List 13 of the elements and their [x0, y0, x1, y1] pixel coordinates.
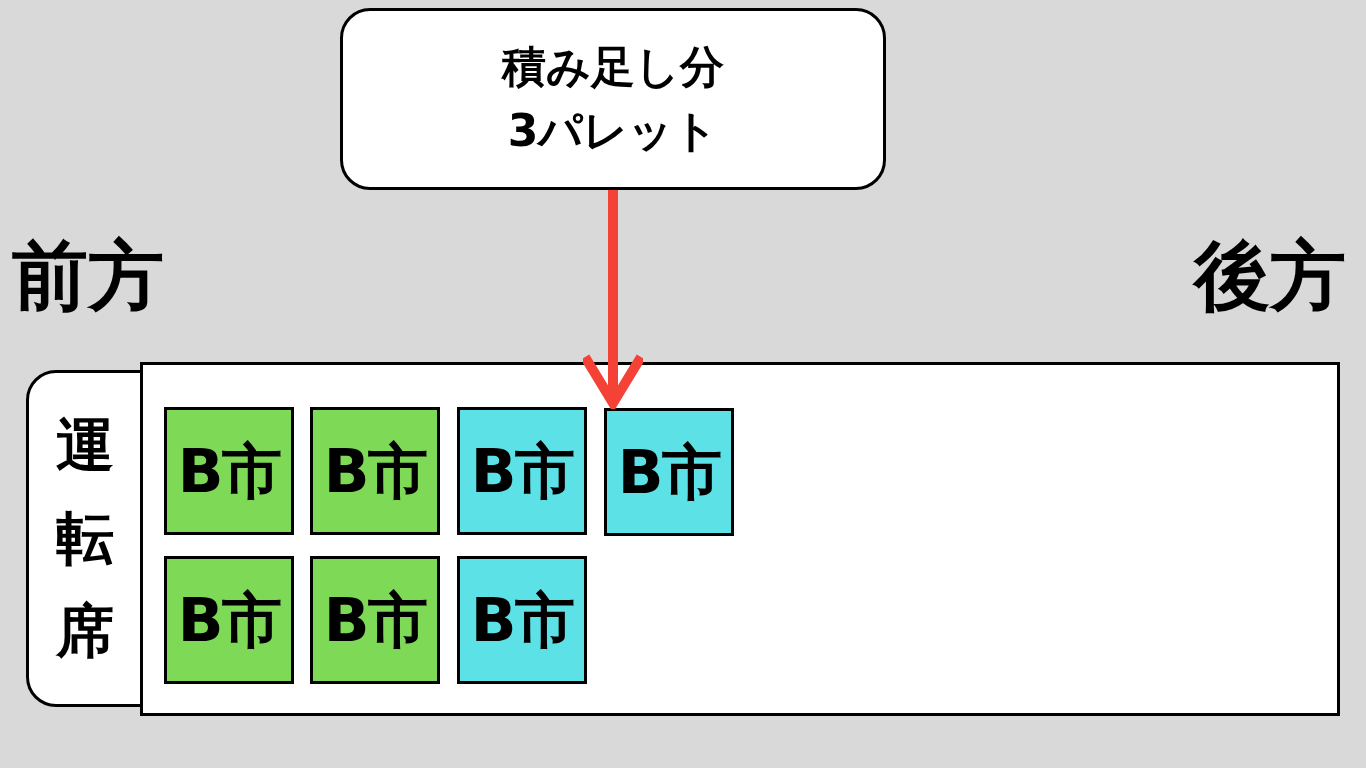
direction-label: 前方: [12, 238, 164, 314]
pallet-box: B市: [457, 407, 587, 535]
pallet-box: B市: [604, 408, 734, 536]
pallet-box: B市: [310, 407, 440, 535]
direction-label: 後方: [1194, 238, 1346, 314]
arrow: [580, 190, 646, 408]
pallet-box: B市: [164, 556, 294, 684]
pallet-box: B市: [457, 556, 587, 684]
callout-box: 積み足し分3パレット: [340, 8, 886, 190]
pallet-box: B市: [164, 407, 294, 535]
pallet-box: B市: [310, 556, 440, 684]
cab-box: 運転席: [26, 370, 143, 707]
truck-bed: [140, 362, 1340, 716]
